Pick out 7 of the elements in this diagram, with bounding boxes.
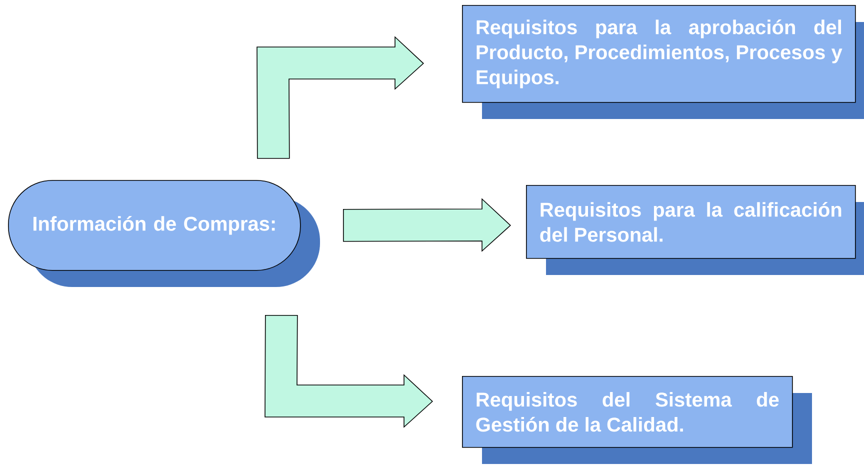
text-box: Requisitos para la aprobación del Producto, Procedimientos, Procesos y Equipos. [462, 5, 864, 119]
text-box: Requisitos para la calificación del Personal. [526, 185, 864, 275]
block-arrow [264, 315, 433, 428]
rounded-box: Información de Compras: [8, 180, 320, 287]
block-arrow [256, 36, 424, 159]
text-box: Requisitos del Sistema de Gestión de la Calidad. [462, 376, 812, 464]
block-arrow [343, 198, 511, 252]
